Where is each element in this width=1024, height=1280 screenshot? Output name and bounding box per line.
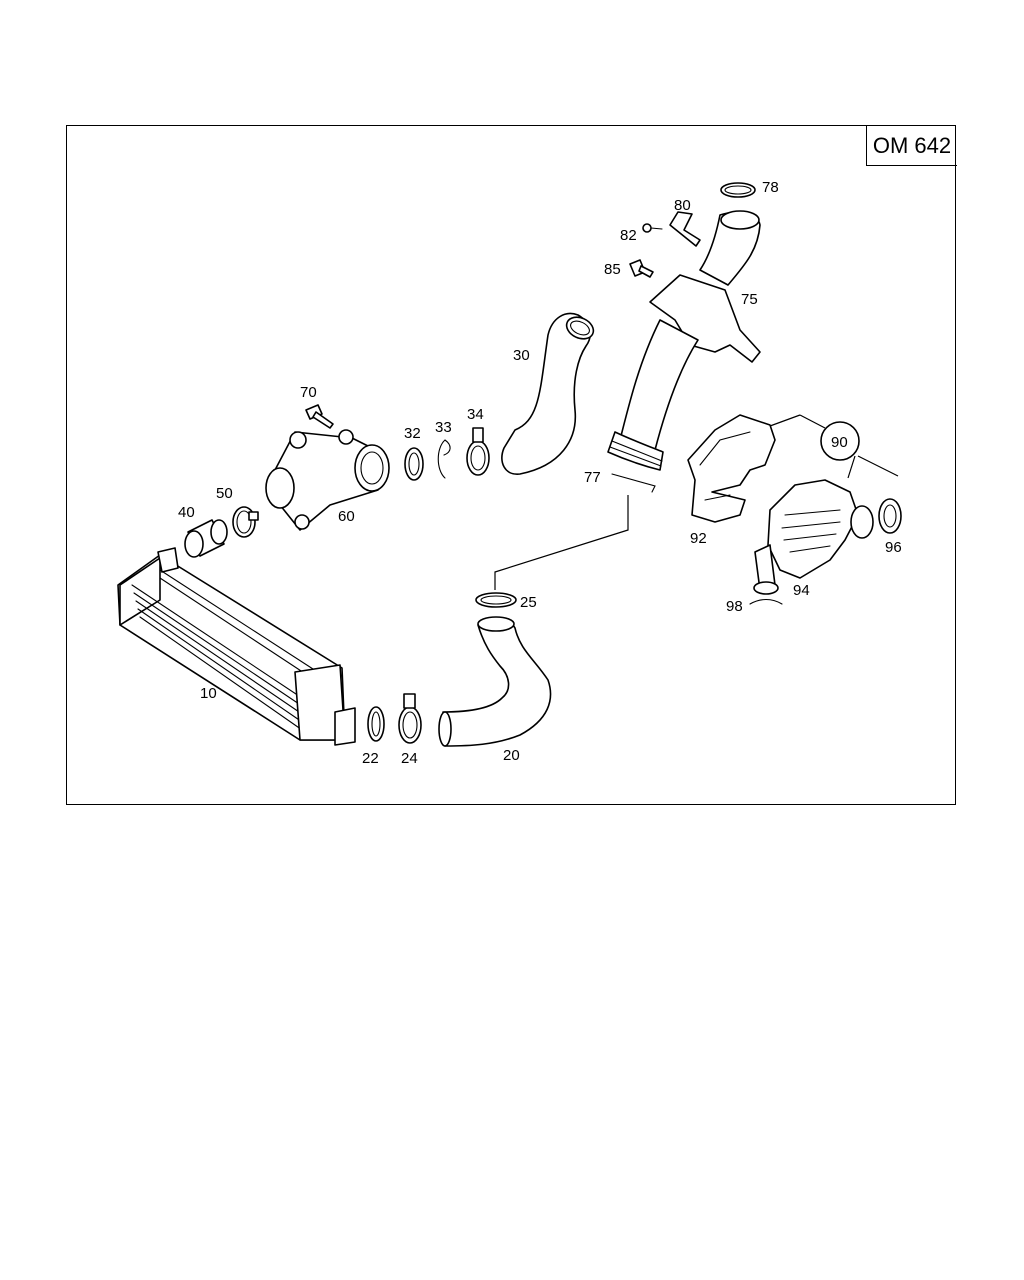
label-32: 32 xyxy=(404,425,421,442)
label-85: 85 xyxy=(604,261,621,278)
label-90: 90 xyxy=(831,434,848,451)
part-92-heat-shield[interactable] xyxy=(687,414,776,523)
part-25-o-ring[interactable] xyxy=(475,495,629,608)
part-90-assembly-callout[interactable] xyxy=(769,414,899,479)
part-94-compressor-housing[interactable] xyxy=(753,479,874,595)
part-70-bolt[interactable] xyxy=(305,404,334,429)
part-33-clip[interactable] xyxy=(437,439,451,479)
label-34: 34 xyxy=(467,406,484,423)
label-60: 60 xyxy=(338,508,355,525)
part-75-charge-air-pipe[interactable] xyxy=(607,210,761,471)
part-10-intercooler[interactable] xyxy=(117,547,356,746)
engine-code-box: OM 642 xyxy=(866,126,957,166)
part-22-o-ring[interactable] xyxy=(367,706,385,742)
engine-code-label: OM 642 xyxy=(872,132,952,158)
label-25: 25 xyxy=(520,594,537,611)
label-10: 10 xyxy=(200,685,217,702)
part-50-clamp[interactable] xyxy=(232,506,259,538)
part-32-o-ring[interactable] xyxy=(404,447,424,481)
label-22: 22 xyxy=(362,750,379,767)
part-85-bolt[interactable] xyxy=(629,259,654,278)
part-80-bracket[interactable] xyxy=(669,211,701,247)
label-98: 98 xyxy=(726,598,743,615)
label-75: 75 xyxy=(741,291,758,308)
part-60-intake-pipe[interactable] xyxy=(265,429,390,531)
part-98-clip[interactable] xyxy=(749,598,783,605)
label-92: 92 xyxy=(690,530,707,547)
part-82-screw[interactable] xyxy=(642,223,663,233)
part-40-sleeve[interactable] xyxy=(184,519,228,558)
label-77: 77 xyxy=(584,469,601,486)
label-94: 94 xyxy=(793,582,810,599)
label-80: 80 xyxy=(674,197,691,214)
label-50: 50 xyxy=(216,485,233,502)
label-70: 70 xyxy=(300,384,317,401)
part-20-hose[interactable] xyxy=(438,616,552,747)
label-24: 24 xyxy=(401,750,418,767)
label-33: 33 xyxy=(435,419,452,436)
label-40: 40 xyxy=(178,504,195,521)
part-77-clip[interactable] xyxy=(611,473,656,493)
label-78: 78 xyxy=(762,179,779,196)
part-34-clamp[interactable] xyxy=(466,427,490,476)
part-78-o-ring[interactable] xyxy=(720,182,756,198)
label-96: 96 xyxy=(885,539,902,556)
part-30-hose[interactable] xyxy=(501,312,597,475)
label-20: 20 xyxy=(503,747,520,764)
label-82: 82 xyxy=(620,227,637,244)
label-30: 30 xyxy=(513,347,530,364)
part-24-clamp[interactable] xyxy=(398,693,422,744)
part-96-gasket[interactable] xyxy=(878,498,902,534)
